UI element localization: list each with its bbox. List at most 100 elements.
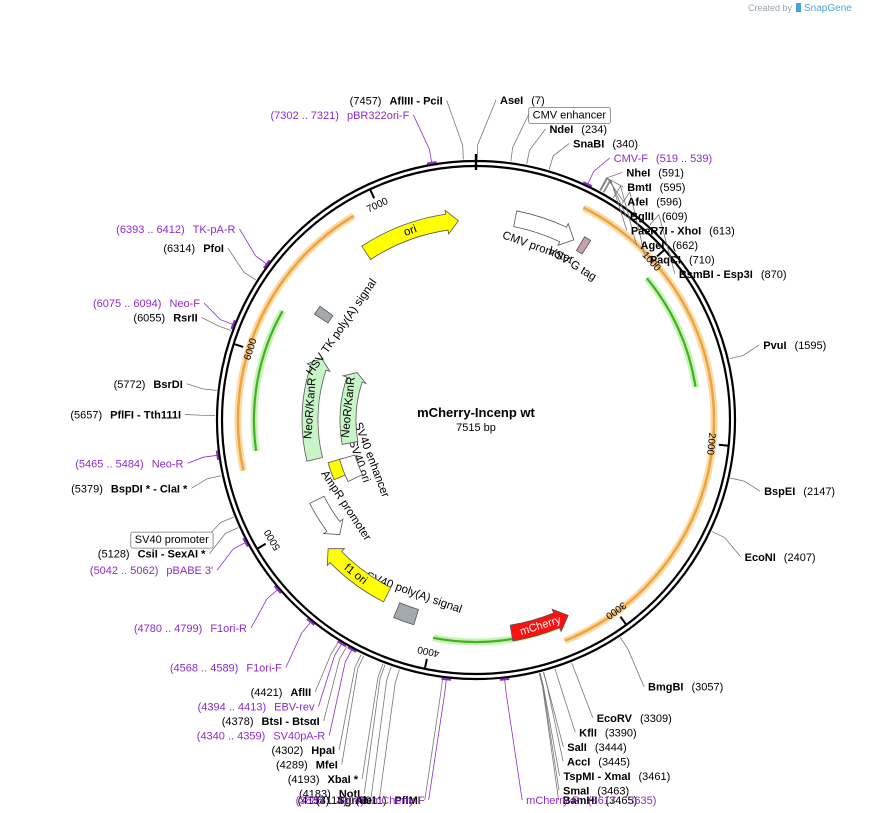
feature-arrow[interactable] [314, 305, 334, 324]
site-leader-line [363, 664, 386, 794]
site-label[interactable]: (7457)AflIII - PciI [350, 95, 443, 107]
site-label[interactable]: (6314)PfoI [163, 243, 224, 255]
primer-label[interactable]: CMV-F(519 .. 539) [614, 153, 713, 165]
site-label[interactable]: (4153)SgrAI [298, 795, 367, 807]
site-label[interactable]: NdeI(234) [549, 124, 607, 136]
site-label[interactable]: EcoRV(3309) [597, 713, 672, 725]
site-position: (4302) [271, 745, 303, 757]
site-label[interactable]: (4421)AflII [251, 687, 312, 699]
site-label[interactable]: TspMI - XmaI(3461) [563, 771, 670, 783]
site-label[interactable]: (4183)NotI [299, 789, 360, 801]
svg-text:NdeI(234): NdeI(234) [549, 124, 607, 136]
primer-label[interactable]: (5465 .. 5484)Neo-R [75, 458, 183, 470]
site-label[interactable]: (4289)MfeI [276, 760, 338, 772]
site-label[interactable]: AseI(7) [500, 95, 545, 107]
site-name: TspMI - XmaI [563, 771, 630, 783]
site-label[interactable]: BamHI(3465) [563, 795, 638, 807]
site-label[interactable]: SalI(3444) [567, 742, 626, 754]
svg-text:BspEI(2147): BspEI(2147) [764, 486, 835, 498]
site-label[interactable]: (4378)BtsI - BtsαI [222, 716, 320, 728]
primer-label[interactable]: (4394 .. 4413)EBV-rev [198, 702, 315, 714]
site-position: (4394 .. 4413) [198, 702, 267, 714]
site-name: AseI [500, 95, 523, 107]
feature-arrow[interactable] [301, 358, 331, 462]
svg-text:(5379)BspDI * - ClaI *: (5379)BspDI * - ClaI * [71, 483, 188, 495]
site-label[interactable]: SmaI(3463) [563, 785, 629, 797]
site-position: (3885 .. 3904) [296, 795, 365, 807]
site-position: (4183) [299, 789, 331, 801]
site-label[interactable]: BmgBI(3057) [648, 682, 723, 694]
feature-arrow[interactable] [513, 210, 575, 246]
feature-arrow[interactable] [393, 602, 419, 626]
feature-arrow[interactable] [309, 495, 344, 535]
svg-text:BmtI(595): BmtI(595) [627, 182, 685, 194]
site-position: (7302 .. 7321) [270, 110, 339, 122]
feature-arrow[interactable] [575, 236, 592, 255]
feature-arrow[interactable] [509, 608, 569, 642]
primer-label[interactable]: (3885 .. 3904)mCherry-F [296, 795, 425, 807]
site-label[interactable]: BglII(609) [630, 211, 688, 223]
primer-label[interactable]: (5042 .. 5062)pBABE 3' [90, 565, 213, 577]
primer-label[interactable]: (4568 .. 4589)F1ori-F [170, 663, 282, 675]
primer-label[interactable]: (6075 .. 6094)Neo-F [93, 298, 200, 310]
site-name: Neo-R [152, 458, 184, 470]
site-leader-line [370, 666, 392, 801]
site-name: BsrDI [153, 379, 182, 391]
site-label[interactable]: (5657)PflFI - Tth111I [70, 409, 181, 421]
feature-arrow[interactable] [361, 209, 460, 261]
site-position: (870) [761, 269, 787, 281]
site-position: (519 .. 539) [656, 153, 712, 165]
site-leader-line [314, 641, 339, 693]
site-label[interactable]: NheI(591) [626, 168, 684, 180]
site-label[interactable]: PaeR7I - XhoI(613) [631, 226, 735, 238]
site-label[interactable]: AgeI(662) [641, 240, 699, 252]
site-leader-line [239, 228, 267, 265]
site-label[interactable]: PaqCI(710) [650, 255, 715, 267]
site-label[interactable]: AfeI(596) [627, 197, 681, 209]
site-leader-line [711, 531, 741, 558]
feature-callout[interactable]: SV40 promoter [130, 531, 214, 549]
site-label[interactable]: (4193)XbaI * [288, 774, 359, 786]
site-name: EcoRV [597, 713, 633, 725]
site-label[interactable]: (5772)BsrDI [114, 379, 183, 391]
primer-mark [215, 450, 220, 461]
site-label[interactable]: BspEI(2147) [764, 486, 835, 498]
site-name: AccI [567, 756, 590, 768]
site-name: Neo-F [169, 298, 200, 310]
site-leader-line [216, 542, 246, 571]
site-label[interactable]: (4114)AleI [316, 795, 375, 807]
site-name: AleI [355, 795, 375, 807]
feature-callout[interactable]: CMV enhancer [528, 107, 611, 124]
feature-arrow[interactable] [326, 548, 392, 603]
site-label[interactable]: KflI(3390) [579, 727, 637, 739]
site-leader-line [378, 669, 400, 801]
site-label[interactable]: SnaBI(340) [573, 139, 638, 151]
site-position: (3444) [595, 742, 627, 754]
svg-text:(4193)XbaI *: (4193)XbaI * [288, 774, 359, 786]
site-label[interactable]: EcoNI(2407) [745, 552, 816, 564]
site-leader-line [621, 191, 647, 260]
primer-label[interactable]: mCherry-R(3617 .. 3635) [526, 795, 656, 807]
feature-arrow[interactable] [339, 372, 368, 445]
feature-arrow[interactable] [339, 454, 363, 483]
site-leader-line [209, 527, 239, 554]
site-label[interactable]: (5379)BspDI * - ClaI * [71, 483, 188, 495]
site-label[interactable]: AccI(3445) [567, 756, 630, 768]
site-label[interactable]: BmtI(595) [627, 182, 685, 194]
primer-label[interactable]: (7302 .. 7321)pBR322ori-F [270, 110, 409, 122]
site-label[interactable]: BsmBI - Esp3I(870) [679, 269, 787, 281]
primer-label[interactable]: (4780 .. 4799)F1ori-R [134, 623, 247, 635]
site-label[interactable]: PvuI(1595) [763, 340, 826, 352]
primer-label[interactable]: (6393 .. 6412)TK-pA-R [116, 224, 235, 236]
credit-text: Created by [748, 3, 793, 13]
tick-mark [619, 616, 628, 626]
site-name: F1ori-F [246, 663, 282, 675]
site-label[interactable]: (5128)CsiI - SexAI * [98, 549, 206, 561]
site-label[interactable]: (6055)RsrII [133, 312, 197, 324]
site-label[interactable]: (3911)PflMI [356, 795, 421, 807]
primer-label[interactable]: (4340 .. 4359)SV40pA-R [197, 731, 326, 743]
site-leader-line [612, 185, 637, 246]
site-position: (3057) [691, 682, 723, 694]
site-label[interactable]: (4302)HpaI [271, 745, 335, 757]
feature-label: ori [402, 223, 418, 239]
